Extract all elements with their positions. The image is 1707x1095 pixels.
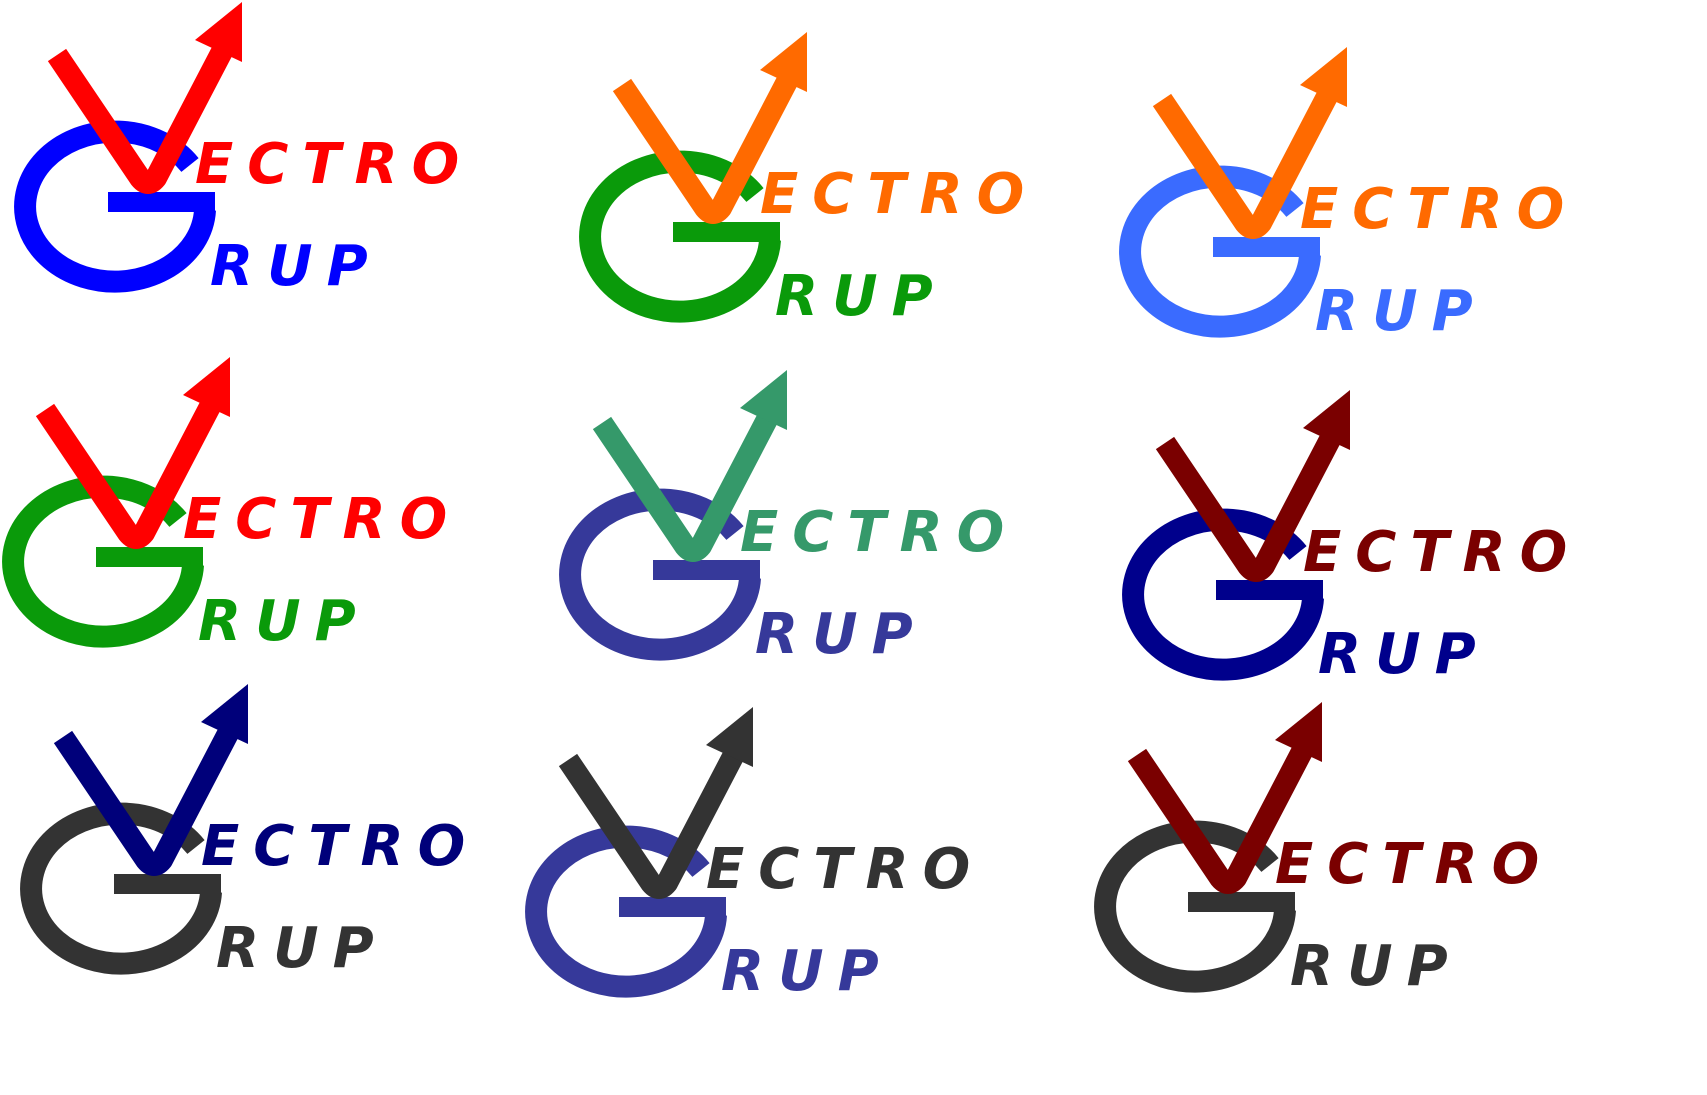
g-crossbar-mark [653,560,760,583]
check-arrow-mark [53,716,244,876]
logo-variant: ECTRO RUP [565,30,1125,395]
check-arrow-mark [1127,734,1318,894]
check-arrow-mark [35,389,226,549]
wordmark-top: ECTRO [740,500,1018,565]
wordmark-top: ECTRO [1275,832,1553,897]
wordmark-top: ECTRO [706,837,984,902]
g-ring-mark [1119,165,1321,338]
logo-variant: ECTRO RUP [0,0,560,365]
g-crossbar-mark [619,897,726,920]
g-ring-mark [1122,508,1324,681]
arrow-head-icon [183,357,230,417]
logo-mark: ECTRO RUP [1094,702,1553,999]
logo-mark: ECTRO RUP [20,684,479,981]
g-crossbar-mark [1216,580,1323,603]
wordmark-bottom: RUP [755,602,927,667]
wordmark-bottom: RUP [1315,279,1487,344]
wordmark-top: ECTRO [760,162,1038,227]
g-crossbar-mark [1213,237,1320,260]
arrow-head-icon [195,2,242,62]
arrow-head-icon [1300,47,1347,107]
wordmark-top: ECTRO [1303,520,1581,585]
logo-variant: ECTRO RUP [0,355,548,720]
g-crossbar-mark [114,874,221,897]
wordmark-top: ECTRO [195,132,473,197]
g-crossbar-mark [673,222,780,245]
logo-mark: ECTRO RUP [14,2,473,299]
logo-mark: ECTRO RUP [2,357,461,654]
g-ring-mark [2,475,204,648]
logo-mark: ECTRO RUP [525,707,984,1004]
g-ring-mark [1094,820,1296,993]
g-ring-mark [579,150,781,323]
wordmark-bottom: RUP [1318,622,1490,687]
logo-variant: ECTRO RUP [511,705,1071,1070]
arrow-head-icon [1303,390,1350,450]
arrow-head-icon [1275,702,1322,762]
wordmark-bottom: RUP [216,916,388,981]
logo-variant: ECTRO RUP [1080,700,1640,1065]
wordmark-top: ECTRO [201,814,479,879]
check-arrow-mark [612,64,803,224]
logo-mark: ECTRO RUP [579,32,1038,329]
arrow-head-icon [201,684,248,744]
logo-variant: ECTRO RUP [6,682,566,1047]
arrow-head-icon [706,707,753,767]
check-arrow-mark [1152,79,1343,239]
wordmark-bottom: RUP [775,264,947,329]
wordmark-bottom: RUP [721,939,893,1004]
check-arrow-mark [1155,422,1346,582]
g-crossbar-mark [96,547,203,570]
logo-mark: ECTRO RUP [559,370,1018,667]
arrow-head-icon [760,32,807,92]
g-crossbar-mark [108,192,215,215]
wordmark-bottom: RUP [1290,934,1462,999]
logo-variant: ECTRO RUP [1108,388,1668,753]
g-ring-mark [14,120,216,293]
logo-variant: ECTRO RUP [1105,45,1665,410]
g-ring-mark [20,802,222,975]
wordmark-top: ECTRO [1300,177,1578,242]
check-arrow-mark [558,739,749,899]
logo-mark: ECTRO RUP [1119,47,1578,344]
g-ring-mark [525,825,727,998]
logo-variant: ECTRO RUP [545,368,1105,733]
logo-mark: ECTRO RUP [1122,390,1581,687]
check-arrow-mark [592,402,783,562]
g-ring-mark [559,488,761,661]
wordmark-bottom: RUP [210,234,382,299]
wordmark-bottom: RUP [198,589,370,654]
check-arrow-mark [47,34,238,194]
arrow-head-icon [740,370,787,430]
wordmark-top: ECTRO [183,487,461,552]
g-crossbar-mark [1188,892,1295,915]
